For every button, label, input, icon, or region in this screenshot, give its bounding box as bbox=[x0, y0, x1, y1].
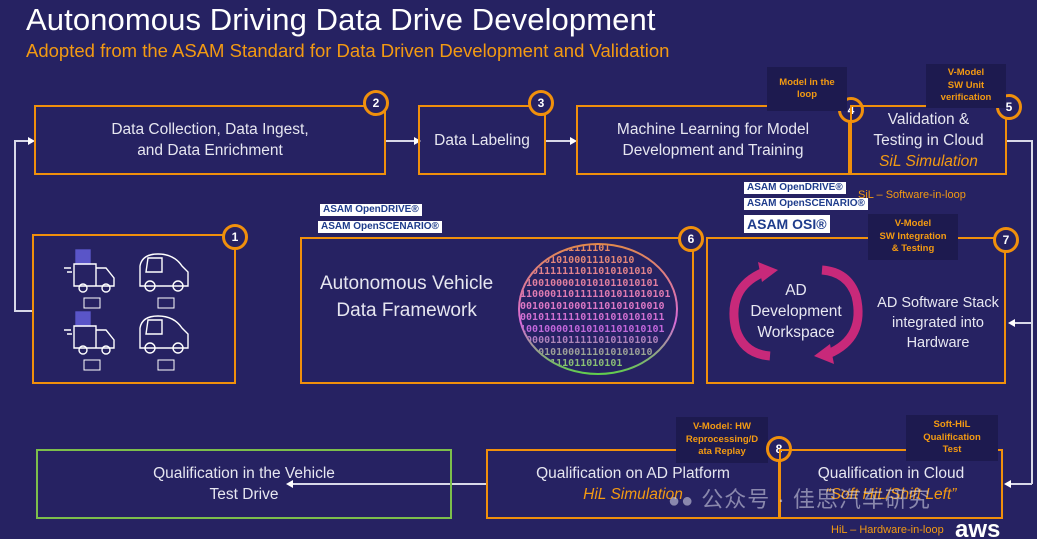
binary-data-globe: 0011111101 01010100011101010 10111111101… bbox=[518, 243, 678, 375]
page-subtitle: Adopted from the ASAM Standard for Data … bbox=[26, 40, 670, 61]
note-hw-reprocessing: V-Model: HW Reprocessing/D ata Replay bbox=[676, 417, 768, 463]
hil-legend: HiL – Hardware-in-loop bbox=[831, 524, 944, 536]
step-3-badge: 3 bbox=[528, 90, 554, 116]
connector-1-2-h bbox=[14, 140, 32, 142]
step-7-badge: 7 bbox=[993, 227, 1019, 253]
step-5-line-2: Testing in Cloud bbox=[873, 131, 984, 149]
note-line: Reprocessing/D bbox=[685, 433, 759, 445]
sensor-icon bbox=[83, 297, 101, 309]
note-line: V-Model bbox=[894, 218, 932, 230]
workspace-line: Development bbox=[750, 303, 842, 320]
note-line: verification bbox=[940, 92, 992, 104]
sensor-icon bbox=[157, 297, 175, 309]
note-line: Soft-HiL bbox=[933, 419, 971, 431]
connector-right-vertical bbox=[1031, 140, 1033, 484]
asam-openscenario-label-2: ASAM OpenSCENARIO® bbox=[744, 198, 868, 210]
cycle-arrows-icon bbox=[729, 262, 863, 364]
workspace-line: AD bbox=[785, 282, 807, 299]
stack-line: AD Software Stack bbox=[877, 295, 999, 311]
workspace-line: Workspace bbox=[757, 324, 835, 341]
sil-legend: SiL – Software-in-loop bbox=[858, 189, 966, 201]
note-line: Model in the bbox=[779, 76, 835, 88]
step-2-badge: 2 bbox=[363, 90, 389, 116]
step-3-line-1: Data Labeling bbox=[434, 131, 530, 149]
asam-openscenario-label: ASAM OpenSCENARIO® bbox=[318, 221, 442, 233]
connector-2-3 bbox=[386, 140, 418, 142]
note-soft-hil-test: Soft-HiL Qualification Test bbox=[906, 415, 998, 461]
cloud-qual-sub: “Soft HiL/Shift Left” bbox=[825, 486, 957, 503]
step-5-line-1: Validation & bbox=[887, 110, 970, 128]
connector-8-vehicle bbox=[292, 483, 488, 485]
step-8-sub: HiL Simulation bbox=[583, 486, 683, 503]
stack-line: Hardware bbox=[906, 335, 970, 351]
asam-osi-label: ASAM OSI® bbox=[744, 215, 830, 233]
connector-1-stub bbox=[14, 310, 32, 312]
arrow-to-step-3 bbox=[414, 137, 421, 145]
step-2-data-collection[interactable]: Data Collection, Data Ingest, and Data E… bbox=[34, 105, 386, 175]
step-4-line-1: Machine Learning for Model bbox=[616, 121, 810, 138]
vehicle-qual-line-2: Test Drive bbox=[209, 486, 279, 503]
binary-text: 0011111101 01010100011101010 10111111101… bbox=[520, 245, 676, 370]
note-line: ata Replay bbox=[698, 446, 746, 458]
step-2-line-1: Data Collection, Data Ingest, bbox=[111, 121, 309, 138]
note-line: V-Model bbox=[947, 67, 985, 79]
ad-software-stack-label: AD Software Stack integrated into Hardwa… bbox=[870, 293, 1006, 353]
car-icon bbox=[139, 315, 189, 354]
step-8-line-1: Qualification on AD Platform bbox=[536, 465, 730, 482]
step-6-data-framework[interactable]: Autonomous Vehicle Data Framework bbox=[300, 237, 694, 384]
note-line: SW Unit bbox=[947, 79, 985, 91]
asam-opendrive-label: ASAM OpenDRIVE® bbox=[320, 204, 422, 216]
wechat-icon: ●● bbox=[668, 490, 695, 512]
arrow-to-step-2 bbox=[28, 137, 35, 145]
arrow-to-step-4 bbox=[570, 137, 577, 145]
connector-5-right bbox=[1006, 140, 1032, 142]
step-3-data-labeling[interactable]: Data Labeling bbox=[418, 105, 546, 175]
step-1-badge: 1 bbox=[222, 224, 248, 250]
step-2-line-2: and Data Enrichment bbox=[137, 142, 283, 159]
connector-1-2 bbox=[14, 140, 16, 312]
note-line: SW Integration bbox=[879, 230, 947, 242]
step-5-validation-cloud[interactable]: Validation & Testing in Cloud SiL Simula… bbox=[850, 105, 1007, 175]
step-6-line-2: Data Framework bbox=[336, 299, 477, 321]
step-6-badge: 6 bbox=[678, 226, 704, 252]
connector-3-4 bbox=[546, 140, 574, 142]
sensor-icon bbox=[157, 359, 175, 371]
stack-line: integrated into bbox=[892, 315, 984, 331]
step-4-line-2: Development and Training bbox=[622, 142, 804, 159]
car-icon bbox=[139, 253, 189, 292]
cloud-qual-line-1: Qualification in Cloud bbox=[817, 465, 965, 482]
page-title: Autonomous Driving Data Drive Developmen… bbox=[26, 2, 656, 37]
step-4-machine-learning[interactable]: Machine Learning for Model Development a… bbox=[576, 105, 850, 175]
sensor-icon bbox=[83, 359, 101, 371]
note-line: V-Model: HW bbox=[692, 421, 752, 433]
note-sw-unit-verification: V-Model SW Unit verification bbox=[926, 64, 1006, 108]
note-model-in-loop: Model in the loop bbox=[767, 67, 847, 111]
qualification-vehicle-test-drive[interactable]: Qualification in the Vehicle Test Drive bbox=[36, 449, 452, 519]
note-sw-integration: V-Model SW Integration & Testing bbox=[868, 214, 958, 260]
arrow-to-vehicle-test bbox=[286, 480, 293, 488]
step-6-line-1: Autonomous Vehicle bbox=[320, 272, 494, 294]
watermark-text: 公众号 · 佳思汽车研究 bbox=[701, 487, 931, 512]
qualification-cloud-soft-hil[interactable]: Qualification in Cloud “Soft HiL/Shift L… bbox=[779, 449, 1003, 519]
note-line: Test bbox=[942, 444, 962, 456]
step-5-sub: SiL Simulation bbox=[879, 152, 978, 170]
ad-workspace-label: AD Development Workspace bbox=[740, 280, 852, 343]
connector-to-cloud-qual-h bbox=[1010, 483, 1032, 485]
wechat-watermark: ●● 公众号 · 佳思汽车研究 bbox=[668, 482, 931, 514]
vehicle-icons bbox=[64, 249, 189, 371]
arrow-to-step-7 bbox=[1008, 319, 1015, 327]
connector-to-7 bbox=[1014, 322, 1032, 324]
note-line: loop bbox=[796, 89, 818, 100]
delivery-truck-icon bbox=[64, 311, 115, 355]
step-7-software-stack[interactable] bbox=[706, 237, 1006, 384]
note-line: & Testing bbox=[891, 243, 935, 255]
vehicle-qual-line-1: Qualification in the Vehicle bbox=[153, 465, 335, 482]
delivery-truck-icon bbox=[64, 249, 115, 293]
step-1-vehicles[interactable] bbox=[32, 234, 236, 384]
note-line: Qualification bbox=[923, 431, 981, 443]
asam-opendrive-label-2: ASAM OpenDRIVE® bbox=[744, 182, 846, 194]
arrow-to-cloud-qual bbox=[1004, 480, 1011, 488]
aws-logo: aws bbox=[955, 516, 1001, 539]
